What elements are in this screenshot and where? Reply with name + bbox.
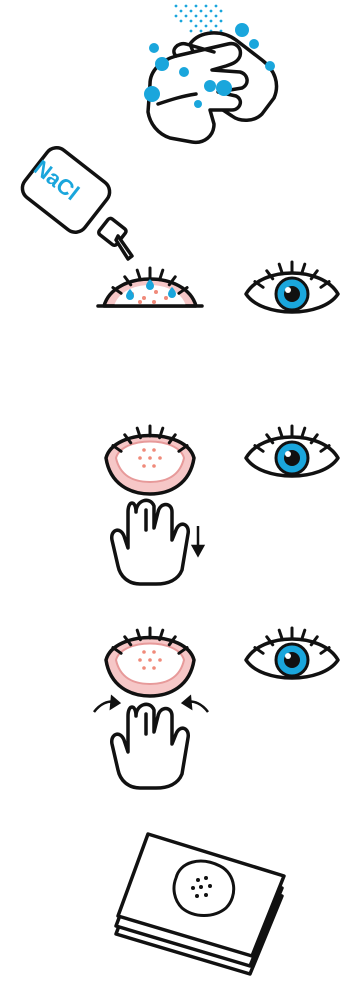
eye-pink-icon bbox=[106, 628, 194, 696]
water-dot bbox=[175, 5, 178, 8]
water-dot bbox=[215, 5, 218, 8]
step-wash-hands bbox=[144, 5, 277, 143]
water-dot bbox=[180, 20, 183, 23]
curved-arrow-left-icon bbox=[94, 697, 119, 712]
saline-bottle-icon: NaCl bbox=[18, 143, 132, 259]
water-dot bbox=[200, 20, 203, 23]
step-spread-lid bbox=[94, 628, 338, 788]
tissue-stack-icon bbox=[116, 834, 284, 974]
water-dot bbox=[175, 15, 178, 18]
eye-open-icon bbox=[246, 262, 338, 312]
finger-spread-icon bbox=[112, 704, 189, 788]
step-take-tissue bbox=[116, 834, 284, 974]
eye-irritated-icon bbox=[98, 268, 202, 306]
water-dot bbox=[190, 20, 193, 23]
step-rinse-eye: NaCl bbox=[18, 143, 338, 312]
eye-pink-icon bbox=[106, 426, 194, 494]
water-dot bbox=[195, 25, 198, 28]
water-dots-icon bbox=[175, 5, 223, 33]
water-dot bbox=[195, 5, 198, 8]
water-dot bbox=[190, 30, 193, 33]
water-dot bbox=[200, 30, 203, 33]
water-dot bbox=[180, 10, 183, 13]
water-dot bbox=[220, 20, 223, 23]
finger-pull-down-icon bbox=[112, 500, 189, 584]
water-dot bbox=[205, 25, 208, 28]
step-pull-lower-lid bbox=[106, 426, 338, 584]
water-dot bbox=[185, 15, 188, 18]
curved-arrow-right-icon bbox=[183, 697, 208, 712]
water-dot bbox=[200, 10, 203, 13]
water-dot bbox=[205, 15, 208, 18]
water-dot bbox=[215, 25, 218, 28]
water-dot bbox=[195, 15, 198, 18]
eye-open-icon bbox=[246, 426, 338, 476]
water-dot bbox=[210, 10, 213, 13]
water-dot bbox=[215, 15, 218, 18]
water-dot bbox=[190, 10, 193, 13]
water-dot bbox=[220, 10, 223, 13]
water-dot bbox=[185, 5, 188, 8]
arrow-down-icon bbox=[193, 526, 203, 555]
water-dot bbox=[205, 5, 208, 8]
water-dot bbox=[210, 20, 213, 23]
eye-open-icon bbox=[246, 628, 338, 678]
